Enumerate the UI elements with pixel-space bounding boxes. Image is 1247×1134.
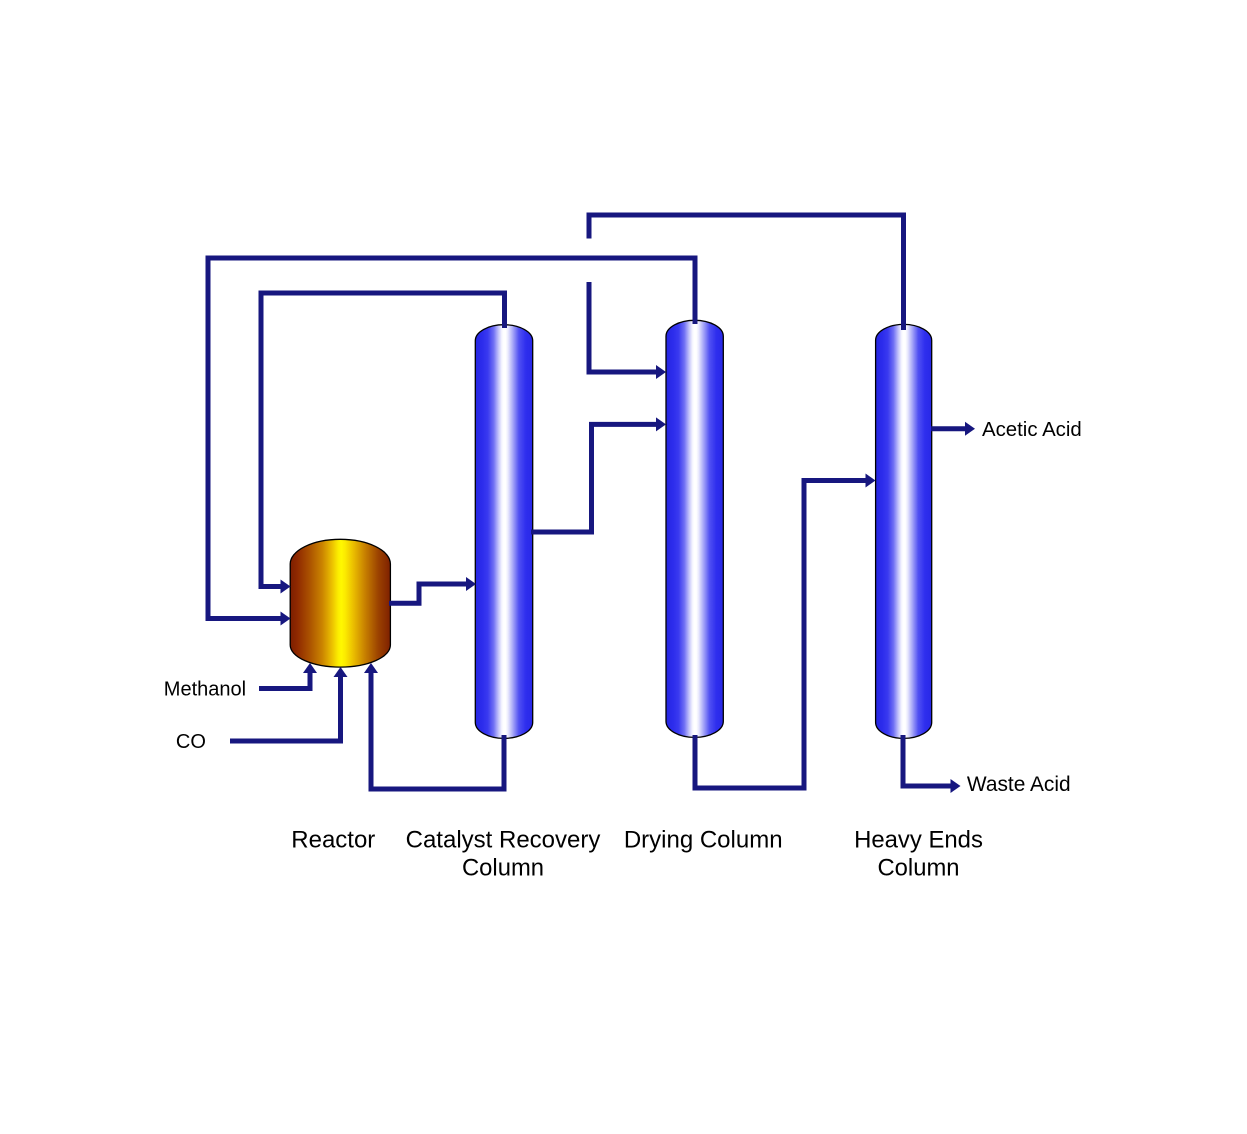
svg-text:CO: CO bbox=[176, 731, 206, 753]
svg-text:Acetic Acid: Acetic Acid bbox=[982, 419, 1082, 441]
svg-text:Column: Column bbox=[462, 855, 544, 882]
svg-text:Column: Column bbox=[878, 855, 960, 882]
svg-text:Catalyst Recovery: Catalyst Recovery bbox=[406, 827, 601, 854]
svg-text:Drying Column: Drying Column bbox=[624, 827, 783, 854]
svg-text:Methanol: Methanol bbox=[164, 679, 246, 701]
svg-text:Waste Acid: Waste Acid bbox=[967, 773, 1071, 796]
svg-text:Reactor: Reactor bbox=[291, 827, 375, 854]
svg-text:Heavy Ends: Heavy Ends bbox=[854, 827, 983, 854]
